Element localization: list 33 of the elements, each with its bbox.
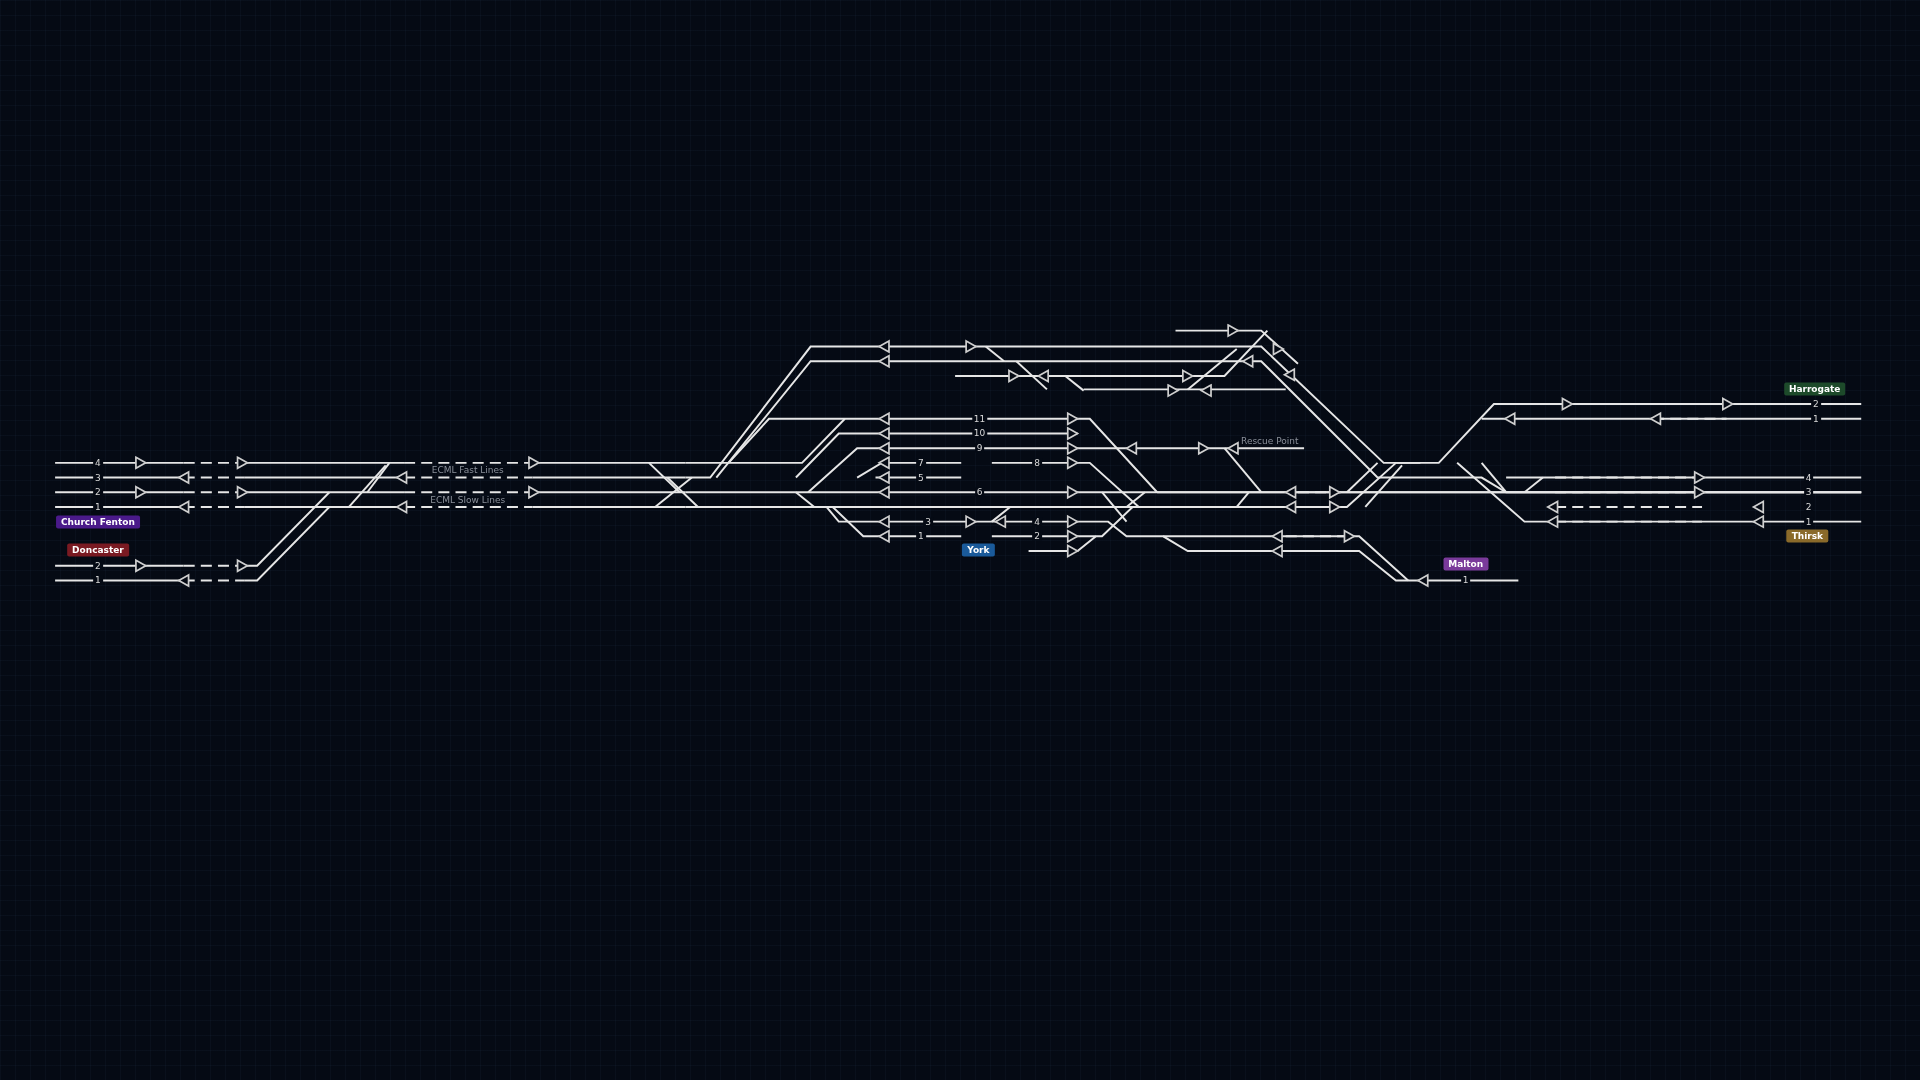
- platform-number: 11: [971, 414, 988, 424]
- location-tag: Harrogate: [1783, 382, 1846, 396]
- track-number: 2: [93, 561, 103, 571]
- track-number: 1: [1803, 517, 1814, 527]
- track-number: 1: [93, 502, 103, 512]
- track-number: 2: [1811, 399, 1821, 409]
- line-label: ECML Slow Lines: [430, 495, 506, 505]
- track-number: 4: [93, 458, 103, 468]
- platform-number: 4: [1032, 517, 1042, 527]
- track-number: 1: [1811, 414, 1821, 424]
- track-number: 4: [1803, 473, 1814, 483]
- platform-number: 3: [923, 517, 933, 527]
- platform-number: 2: [1032, 531, 1042, 541]
- platform-number: 8: [1032, 458, 1042, 468]
- platform-number: 7: [915, 458, 926, 468]
- location-tag: Doncaster: [67, 543, 129, 557]
- line-label: ECML Fast Lines: [431, 465, 504, 475]
- platform-number: 10: [971, 428, 988, 438]
- track-number: 1: [93, 575, 103, 585]
- track-number: 2: [93, 487, 103, 497]
- location-tag: Church Fenton: [56, 515, 140, 529]
- line-label: Rescue Point: [1241, 436, 1299, 446]
- track-number: 3: [1803, 487, 1814, 497]
- platform-number: 5: [915, 473, 926, 483]
- platform-number: 6: [974, 487, 985, 497]
- platform-number: 9: [974, 443, 985, 453]
- track-number: 3: [93, 473, 103, 483]
- location-tag: Thirsk: [1786, 529, 1829, 543]
- location-tag: York: [962, 543, 995, 557]
- track-number: 2: [1803, 502, 1814, 512]
- location-tag: Malton: [1443, 558, 1489, 571]
- track-number: 1: [1460, 575, 1471, 585]
- platform-number: 1: [915, 531, 926, 541]
